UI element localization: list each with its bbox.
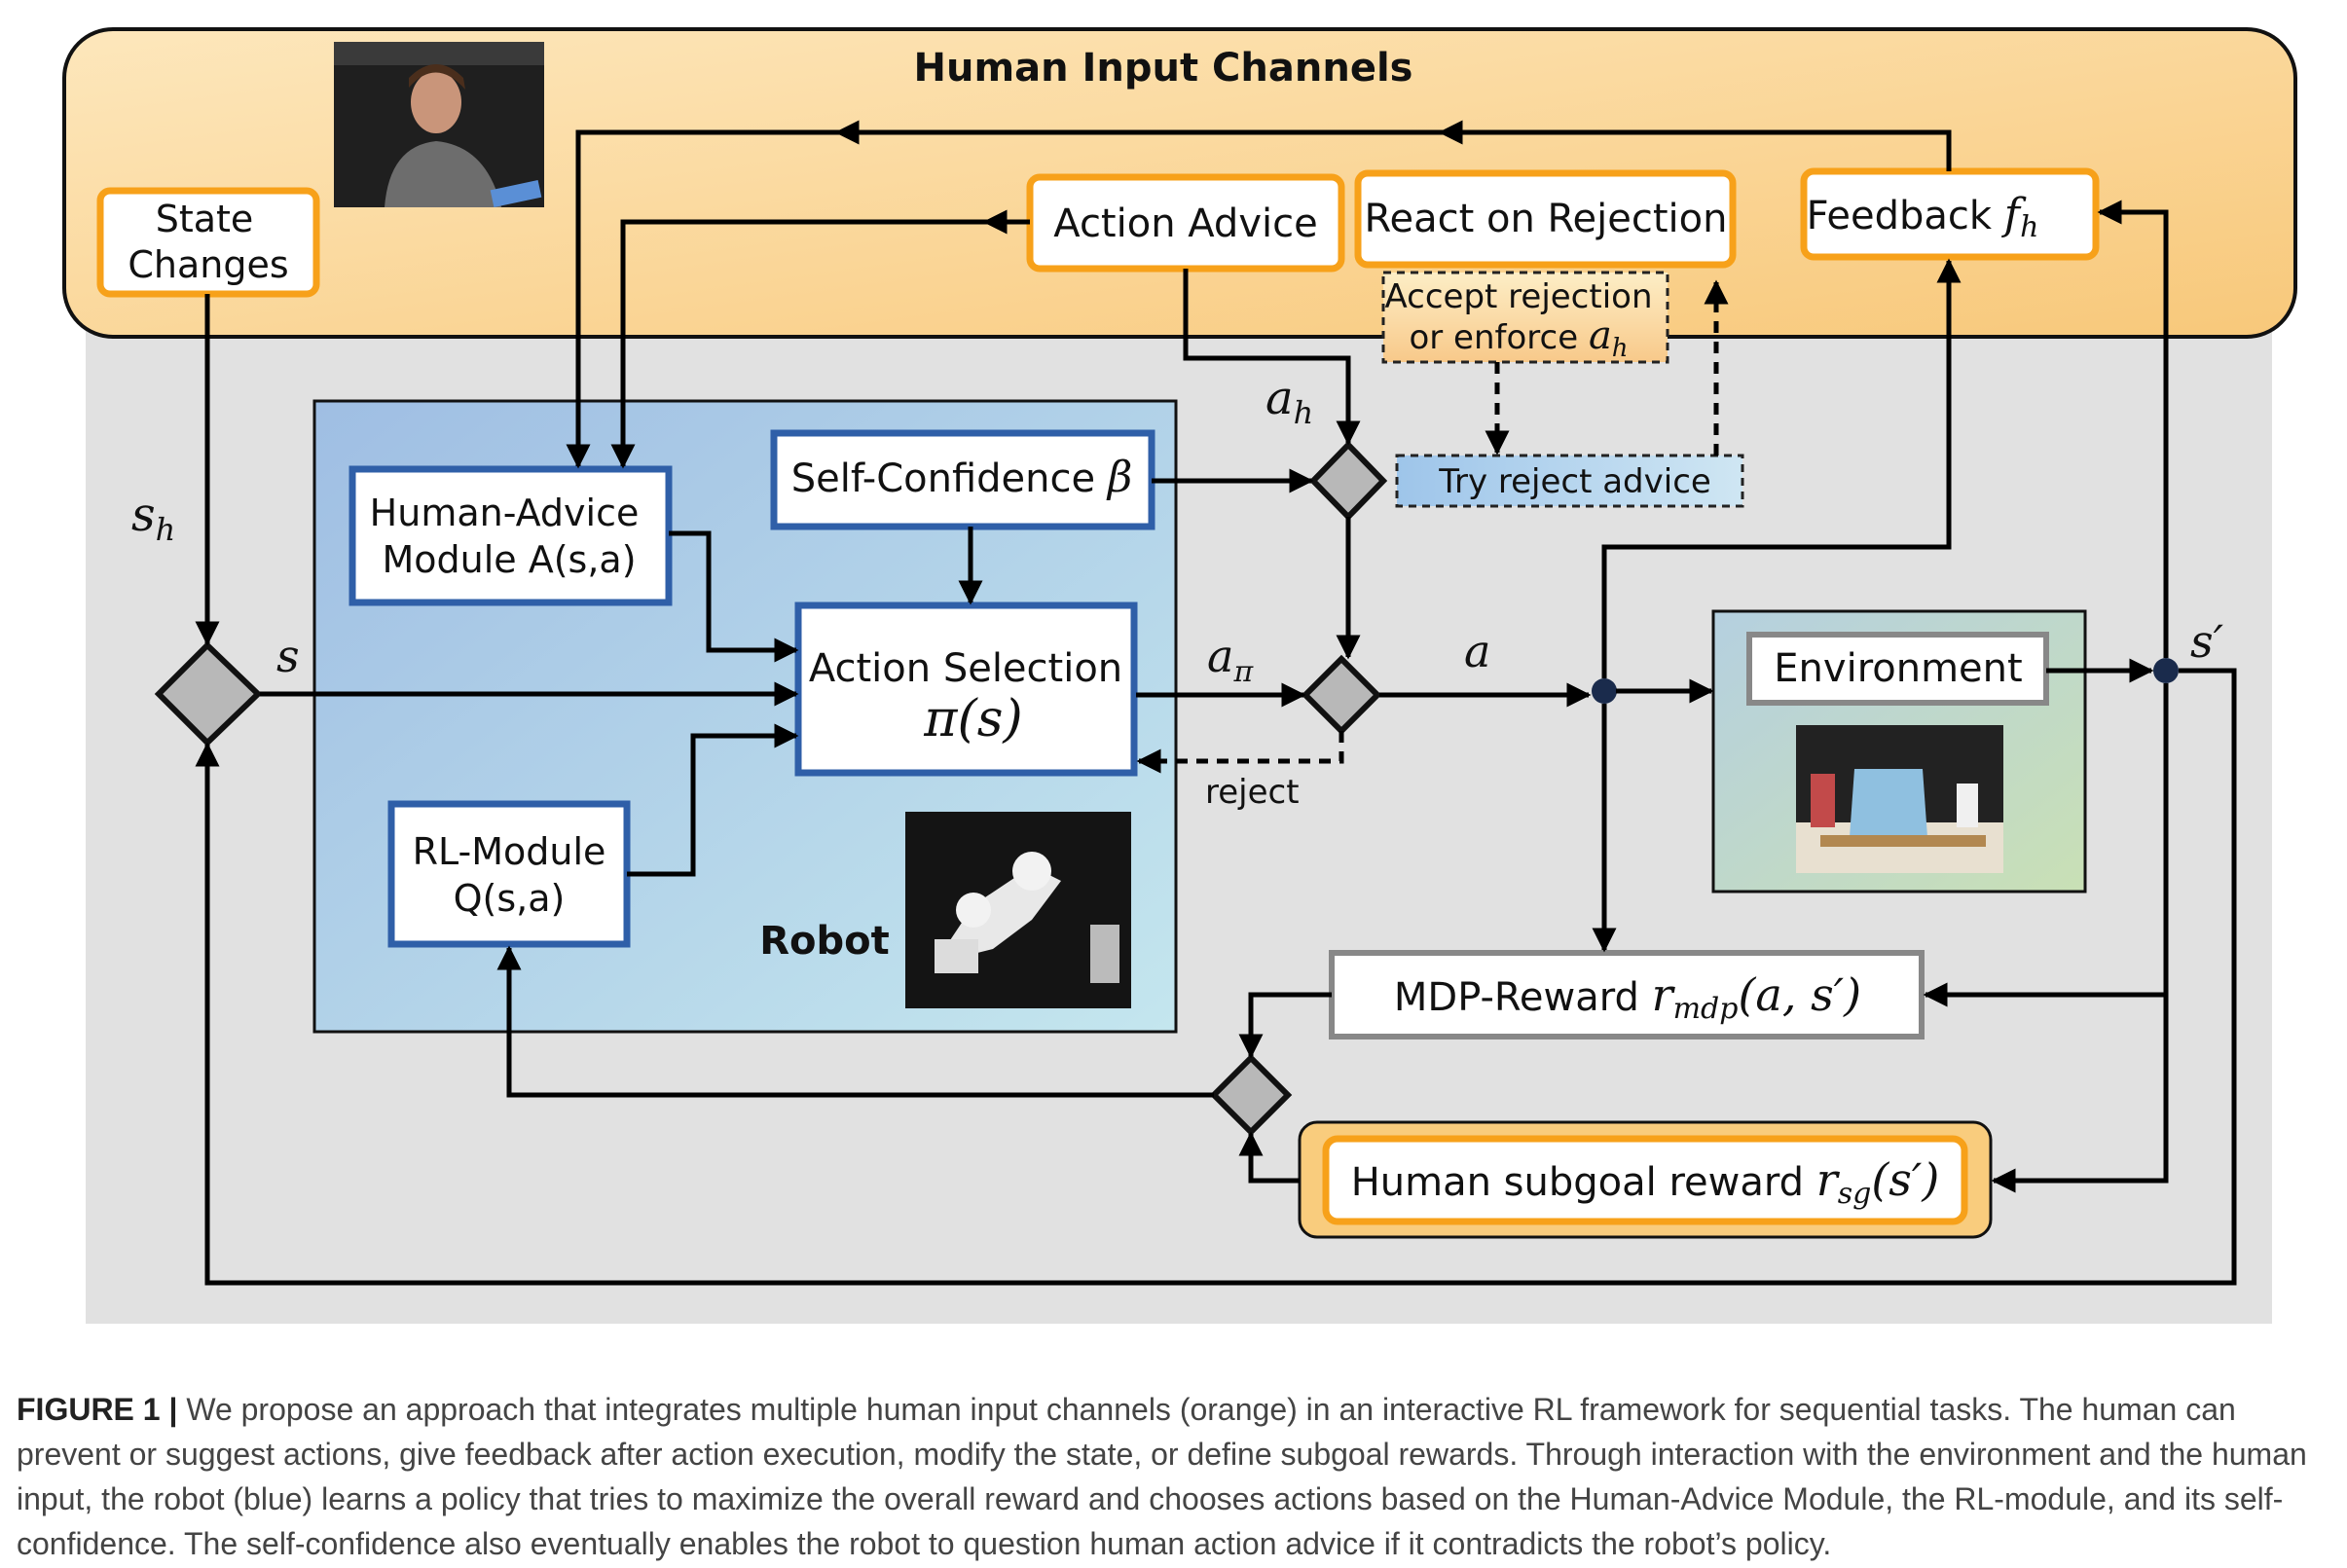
advice-to-selection-arrow [669, 530, 799, 663]
environment-label: Environment [1774, 646, 2022, 691]
action-selection-label: Action Selection [809, 646, 1122, 691]
mdp-to-junction-arrow [1238, 992, 1332, 1059]
state-changes-label-2: Changes [128, 243, 288, 286]
action-to-feedback-arrow [1601, 258, 1962, 678]
human-photo [334, 42, 544, 208]
accept-rejection-label: Accept rejection [1384, 277, 1652, 316]
action-advice-to-module-arrow [610, 219, 1030, 469]
rl-module-label: RL-Module [413, 830, 606, 873]
sprime-to-subgoal-arrow [1991, 995, 2169, 1193]
subgoal-to-junction-arrow [1238, 1131, 1300, 1184]
reject-arrow [1136, 731, 1344, 774]
ah-arrow [1183, 269, 1361, 446]
mdp-reward-label: MDP-Reward rmdp(a, s′) [1394, 968, 1861, 1026]
reject-label: reject [1205, 773, 1300, 812]
try-reject-advice-label: Try reject advice [1438, 462, 1711, 501]
figure-caption-text: We propose an approach that integrates m… [17, 1392, 2307, 1561]
rl-module-box [387, 800, 631, 948]
human-input-channels-title: Human Input Channels [914, 46, 1413, 91]
next-state-split-dot [2153, 658, 2179, 683]
interactive-rl-diagram: Human Input Channels State Changes Actio… [62, 27, 2297, 1324]
action-split-dot [1592, 678, 1617, 704]
react-on-rejection-label: React on Rejection [1365, 197, 1728, 241]
human-advice-module-box [348, 465, 673, 606]
action-advice-label: Action Advice [1053, 201, 1317, 246]
symbol-ah: ah [1265, 371, 1313, 431]
human-advice-module-label: Human-Advice [370, 492, 640, 534]
symbol-sh: sh [131, 488, 175, 548]
symbol-api: aπ [1207, 630, 1254, 689]
figure-caption: FIGURE 1 | We propose an approach that i… [17, 1387, 2333, 1566]
accept-rejection-box [1381, 271, 1669, 364]
environment-photo [1796, 725, 2003, 873]
robot-label: Robot [759, 919, 890, 964]
subgoal-reward-box [1322, 1135, 1968, 1225]
state-changes-label: State [156, 198, 254, 240]
feedback-to-advice-arrow [566, 129, 1952, 469]
symbol-a: a [1464, 625, 1490, 677]
human-advice-module-label-2: Module A(s,a) [382, 538, 636, 581]
rl-module-label-2: Q(s,a) [454, 877, 566, 920]
self-confidence-box [770, 429, 1155, 530]
mdp-reward-box [1329, 950, 1925, 1039]
react-on-rejection-box [1354, 169, 1737, 269]
feedback-label: Feedback fh [1807, 190, 2039, 244]
robot-arm-photo [905, 812, 1131, 1008]
subgoal-reward-label: Human subgoal reward rsg(s′) [1351, 1153, 1940, 1211]
symbol-s: s [276, 630, 300, 682]
sprime-loop-arrow [195, 668, 2237, 1286]
action-selection-math: π(s) [923, 690, 1022, 748]
self-confidence-label: Self-Confidence β [791, 453, 1133, 502]
accept-rejection-label-2: or enforce ah [1409, 313, 1628, 363]
sprime-to-feedback-arrow [2097, 200, 2169, 658]
symbol-sprime: s′ [2190, 615, 2224, 668]
rl-to-selection-arrow [627, 723, 799, 877]
figure-caption-lead: FIGURE 1 | [17, 1392, 178, 1427]
reward-to-rl-arrow [496, 945, 1214, 1098]
try-reject-advice-box [1395, 454, 1744, 508]
